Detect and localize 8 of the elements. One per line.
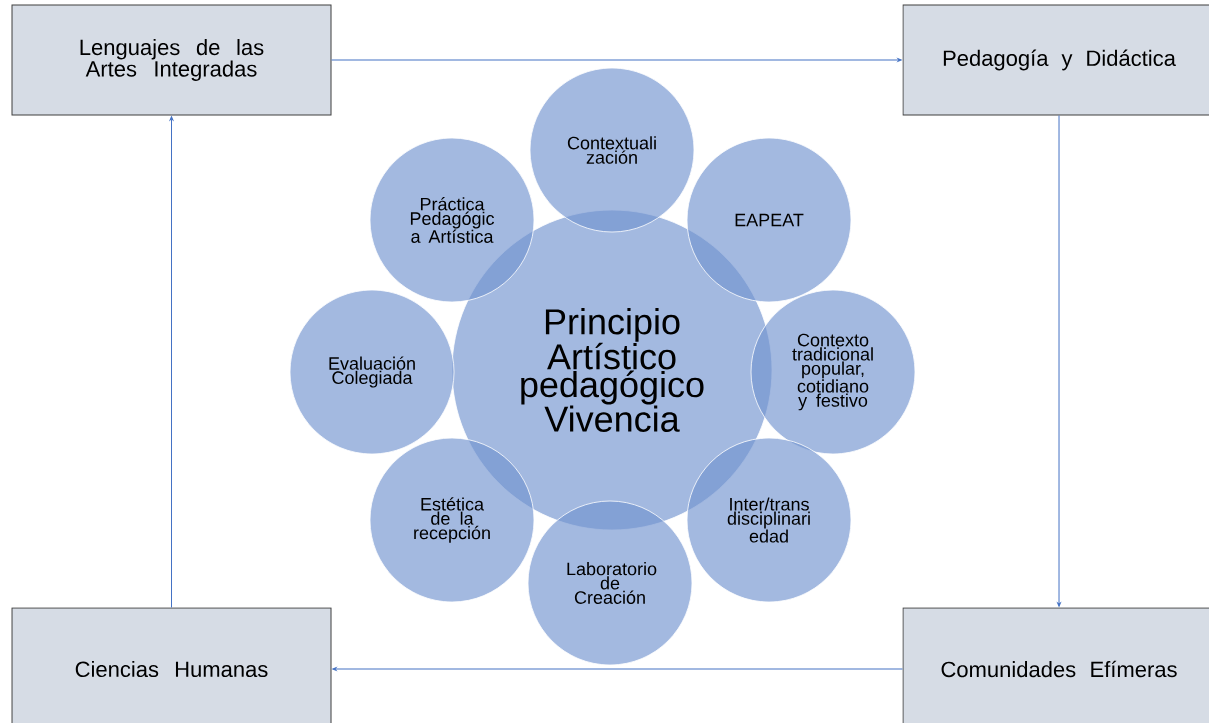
process-box: Comunidades Efímeras [902, 607, 1209, 723]
process-box: Lenguajes de las Artes Integradas [11, 4, 332, 116]
arrow [331, 58, 902, 62]
arrow [169, 116, 174, 608]
process-box: Pedagogía y Didáctica [902, 4, 1209, 116]
process-box: Ciencias Humanas [11, 607, 332, 723]
arrow [332, 667, 903, 671]
arrow [1057, 115, 1061, 607]
